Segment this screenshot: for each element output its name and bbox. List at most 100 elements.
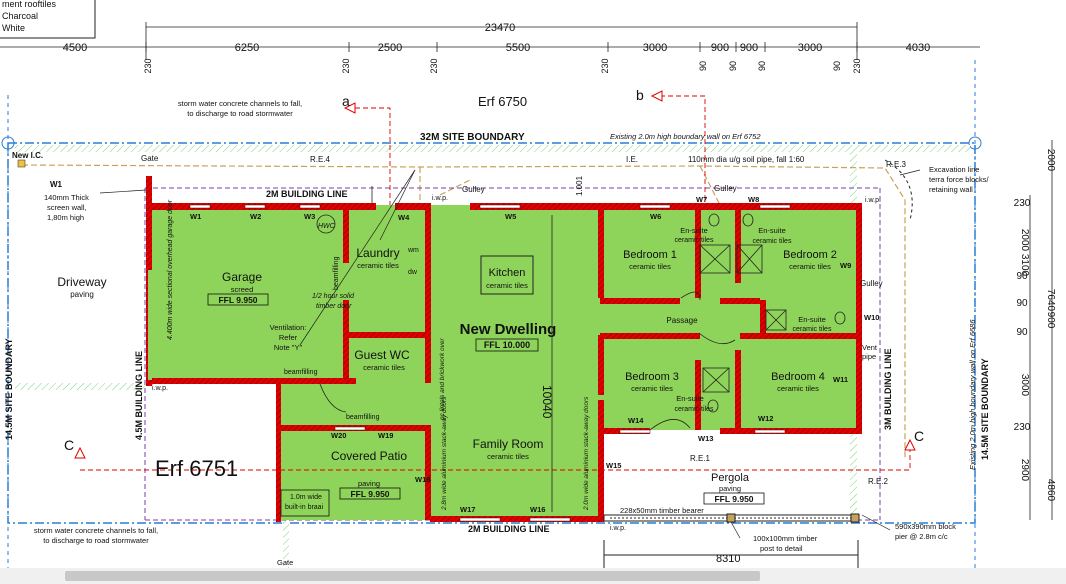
- door-swings: [319, 186, 736, 431]
- soil-pipe-label: 110mm dia u/g soil pipe, fall 1:60: [688, 155, 805, 164]
- section-b-label: b: [636, 87, 644, 103]
- boundary-wall-note-right: Existing 2.0m high boundary wall on Erf …: [968, 319, 977, 470]
- ensuite-1-name: En-suite: [680, 226, 708, 235]
- building-line-bottom-label: 2M BUILDING LINE: [468, 524, 550, 534]
- pergola-dimension: 8310: [716, 553, 740, 565]
- leader-lines: [99, 169, 921, 539]
- ie-label: I.E.: [626, 155, 638, 164]
- storm-channel-left: [15, 383, 145, 390]
- bedroom-4-name: Bedroom 4: [771, 371, 825, 383]
- stack-door-note-right: 2.0m wide aluminium stack-away doors: [583, 396, 590, 511]
- bedroom-3-name: Bedroom 3: [625, 371, 679, 383]
- w1-note-title: W1: [50, 180, 63, 189]
- braai-note-1: 1.0m wide: [290, 494, 322, 501]
- iwp-label-2: i.w.p.: [152, 385, 168, 392]
- dimension-segment-1: 4500: [63, 42, 87, 54]
- timber-post-note-2: post to detail: [760, 544, 803, 553]
- storm-channel-bottom-left: [283, 520, 289, 584]
- garage-door-note: 4.400m wide sectional overhead garage do…: [167, 199, 174, 340]
- family-room-finish: ceramic tiles: [487, 452, 529, 461]
- iwp-label-3: i.w.p.: [610, 525, 626, 532]
- laundry-finish: ceramic tiles: [357, 261, 399, 270]
- bedroom-2-finish: ceramic tiles: [789, 262, 831, 271]
- right-chain-4: 90: [1016, 271, 1028, 282]
- section-c-right-label: C: [914, 428, 924, 444]
- vent-pipe-label-1: Vent: [862, 343, 878, 352]
- dwelling-name: New Dwelling: [460, 321, 557, 338]
- garage-ffl: FFL 9.950: [218, 295, 257, 305]
- block-pier-note-2: pier @ 2.8m c/c: [895, 532, 948, 541]
- window-w18: W18: [415, 475, 430, 484]
- patio-ffl: FFL 9.950: [350, 489, 389, 499]
- dwelling-ffl: FFL 10.000: [484, 340, 530, 350]
- kitchen-name: Kitchen: [489, 267, 526, 279]
- w1-note-3: screen wall,: [47, 203, 87, 212]
- dishwasher-label: dw: [408, 269, 418, 276]
- bedroom-2-name: Bedroom 2: [783, 249, 837, 261]
- gulley-label-3: Gulley: [860, 279, 883, 288]
- section-lines: [80, 95, 911, 471]
- wall-mark-9: 230: [852, 58, 862, 73]
- dwelling-dimension: 10040: [540, 385, 554, 419]
- garage-finish: screed: [231, 285, 254, 294]
- ensuite-1-finish: ceramic tiles: [675, 237, 714, 244]
- iwp-label-4: i.w.p.: [432, 195, 448, 202]
- section-a-label: a: [342, 93, 350, 109]
- window-w12: W12: [758, 414, 773, 423]
- garage-vent-1: Ventilation:: [270, 323, 307, 332]
- excavation-note-3: retaining wall: [929, 185, 973, 194]
- driveway-finish: paving: [70, 290, 94, 299]
- overall-dimension: 23470: [485, 22, 516, 34]
- legend-line-3: White: [2, 23, 25, 33]
- right-chain-1: 230: [1014, 198, 1031, 209]
- right-boundary-label: 14.5M SITE BOUNDARY: [980, 358, 990, 460]
- excavation-line: [884, 159, 913, 221]
- ensuite-4-name: En-suite: [676, 394, 704, 403]
- right-chain-8: 230: [1014, 422, 1031, 433]
- window-w13: W13: [698, 434, 713, 443]
- right-chain-9: 2900: [1019, 459, 1030, 482]
- right-chain-5: 90: [1016, 298, 1028, 309]
- ensuite-3-finish: ceramic tiles: [793, 326, 832, 333]
- re4-label: R.E.4: [310, 155, 331, 164]
- storm-note-bottom-2: to discharge to road stormwater: [43, 536, 149, 545]
- beamfilling-label-2: beamfilling: [284, 369, 318, 376]
- stack-door-note-left: 2.8m wide aluminium stack-away doors: [441, 396, 448, 511]
- right-chain-7: 3000: [1019, 374, 1030, 397]
- window-w4: W4: [398, 213, 410, 222]
- scrollbar-thumb[interactable]: [65, 571, 760, 581]
- guest-wc-name: Guest WC: [354, 348, 410, 362]
- window-w2: W2: [250, 212, 261, 221]
- wall-mark-3: 230: [429, 58, 439, 73]
- block-pier-note-1: 590x390mm block: [895, 522, 956, 531]
- window-w19: W19: [378, 431, 393, 440]
- section-c-left-label: C: [64, 437, 74, 453]
- window-w17: W17: [460, 505, 475, 514]
- window-openings: [189, 204, 791, 522]
- excavation-note-1: Excavation line: [929, 165, 979, 174]
- window-w10: W10: [864, 313, 879, 322]
- building-line-top-label: 2M BUILDING LINE: [266, 189, 348, 199]
- re3-label: R.E.3: [886, 160, 907, 169]
- pergola-ffl: FFL 9.950: [714, 494, 753, 504]
- guest-wc-finish: ceramic tiles: [363, 363, 405, 372]
- ensuite-2-name: En-suite: [758, 226, 786, 235]
- window-w5: W5: [505, 212, 516, 221]
- right-chain-outer-1: 2000: [1045, 149, 1056, 172]
- ensuite-4-finish: ceramic tiles: [675, 406, 714, 413]
- legend-line-2: Charcoal: [2, 11, 38, 21]
- patio-name-1: Covered Patio: [331, 449, 407, 463]
- dimension-segment-5: 3000: [643, 42, 667, 54]
- timber-post-note-1: 100x100mm timber: [753, 534, 818, 543]
- dimension-segment-8: 3000: [798, 42, 822, 54]
- bedroom-1-finish: ceramic tiles: [629, 262, 671, 271]
- text-labels: Erf 6750 Erf 6751 32M SITE BOUNDARY Exis…: [4, 87, 990, 567]
- window-w7: W7: [696, 195, 707, 204]
- right-dimensions: [1029, 140, 1053, 520]
- beamfilling-label-3: beamfilling: [346, 414, 380, 421]
- gate-label-bottom: Gate: [277, 558, 293, 567]
- iwp-label-1: i.w.p.: [865, 197, 881, 204]
- storm-channel-top: [15, 145, 970, 152]
- pergola-name: Pergola: [711, 472, 750, 484]
